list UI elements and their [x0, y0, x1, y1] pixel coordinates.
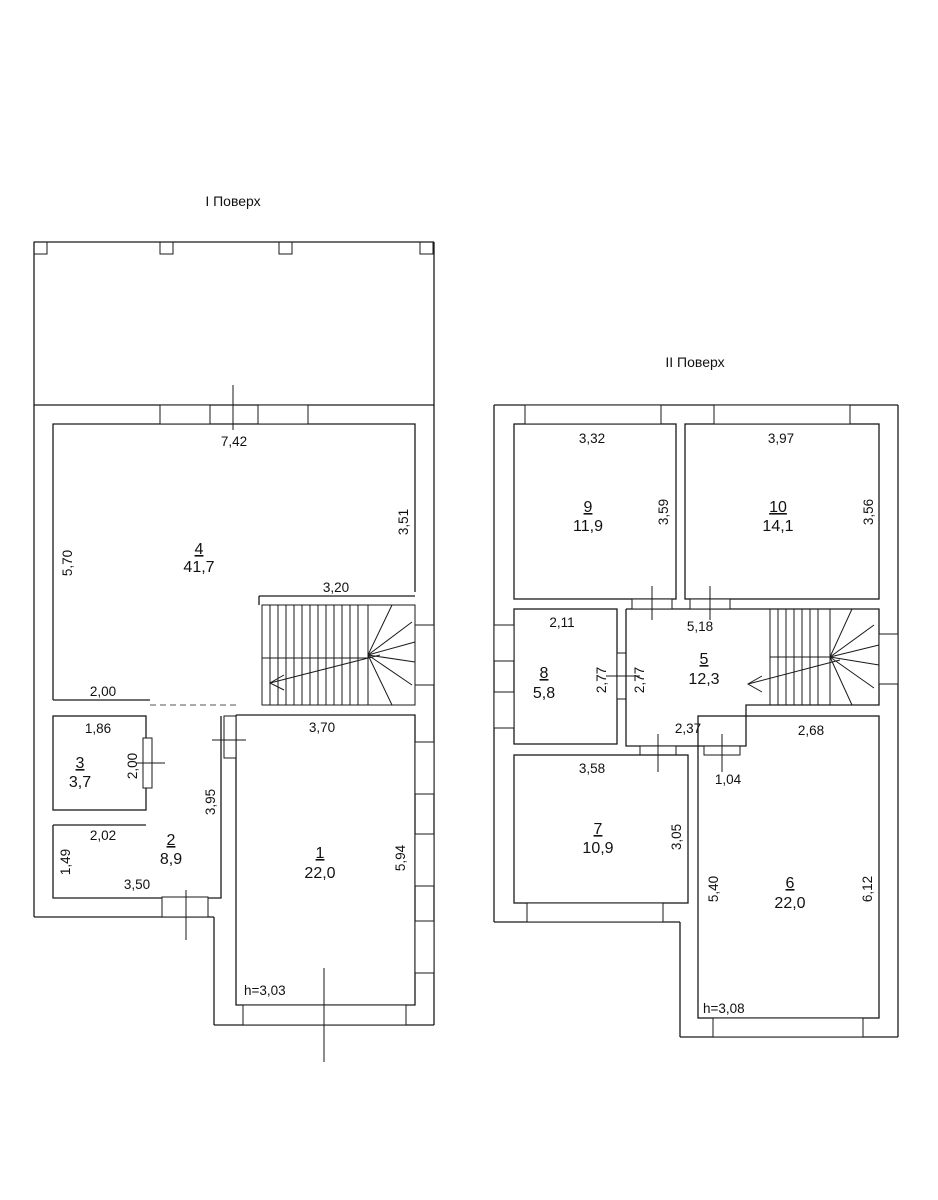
dimension-label: 3,58	[579, 761, 605, 776]
floor-2-windows	[493, 404, 899, 1038]
dimension-label: 3,32	[579, 431, 605, 446]
room-number: 6	[786, 875, 795, 892]
dimension-label: 2,11	[549, 615, 574, 630]
window	[414, 624, 435, 686]
room-area: 8,9	[160, 851, 182, 868]
dimension-label: 2,77	[632, 667, 647, 693]
room-number: 5	[700, 651, 709, 668]
floor-2-labels: 9 11,9 10 14,1 8 5,8 5 12,3 7 10,9 6 22,…	[533, 431, 876, 1016]
ceiling-height: h=3,03	[244, 983, 286, 998]
floor-1-title: I Поверх	[205, 193, 260, 209]
dimension-label: 1,04	[715, 772, 742, 787]
door-room-1	[223, 715, 237, 759]
window	[159, 404, 211, 425]
window	[414, 833, 435, 887]
room-4	[52, 423, 416, 706]
room-area: 41,7	[183, 559, 214, 576]
room-6	[697, 715, 880, 1019]
dimension-label: 3,95	[203, 789, 218, 815]
dimension-label: 7,42	[221, 434, 247, 449]
floor-2-title: II Поверх	[665, 354, 724, 370]
room-number: 7	[594, 821, 603, 838]
dimension-label: 3,05	[669, 824, 684, 850]
dimension-label: 3,97	[768, 431, 794, 446]
dimension-label: 3,59	[656, 499, 671, 525]
window	[524, 404, 662, 425]
terrace	[33, 241, 435, 405]
room-8	[513, 608, 640, 745]
dimension-label: 2,68	[798, 723, 824, 738]
dimension-label: 1,49	[58, 849, 73, 875]
room-area: 10,9	[582, 840, 613, 857]
room-number: 8	[540, 665, 549, 682]
room-5	[625, 586, 880, 772]
dimension-label: 2,77	[594, 667, 609, 693]
dimension-label: 5,70	[60, 550, 75, 576]
window	[712, 1017, 864, 1038]
window	[878, 633, 899, 685]
dimension-label: 6,12	[860, 876, 875, 902]
window	[493, 691, 515, 729]
window	[526, 902, 664, 923]
dimension-label: 3,20	[323, 580, 349, 595]
door-room-2	[161, 896, 209, 918]
room-area: 22,0	[304, 865, 335, 882]
window	[414, 741, 435, 795]
floor-1-windows	[159, 385, 435, 1062]
floor-2: II Поверх	[493, 354, 899, 1038]
room-9	[513, 423, 677, 600]
window	[257, 404, 309, 425]
dimension-label: 3,56	[861, 499, 876, 525]
room-area: 22,0	[774, 895, 805, 912]
dimension-label: 3,51	[396, 509, 411, 535]
dimension-label: 3,70	[309, 720, 335, 735]
dimension-label: 5,94	[393, 844, 408, 871]
floor-1: I Поверх	[33, 193, 435, 1062]
dimension-label: 2,00	[90, 684, 116, 699]
window	[414, 920, 435, 974]
window	[493, 624, 515, 662]
room-1	[212, 714, 416, 1006]
dimension-label: 2,02	[90, 828, 116, 843]
floor-1-labels: 4 41,7 1 22,0 3 3,7 2 8,9 7,42 3,51 5,70…	[58, 434, 411, 998]
dimension-label: 2,00	[125, 753, 140, 779]
room-area: 3,7	[69, 774, 91, 791]
ceiling-height: h=3,08	[703, 1001, 745, 1016]
room-3	[52, 715, 165, 811]
room-number: 2	[167, 832, 176, 849]
room-number: 3	[76, 755, 85, 772]
dimension-label: 3,50	[124, 877, 150, 892]
room-2	[52, 716, 222, 940]
window	[713, 404, 851, 425]
dimension-label: 2,37	[675, 721, 701, 736]
stair-floor-1	[261, 604, 416, 706]
room-area: 14,1	[762, 518, 793, 535]
dimension-label: 5,18	[687, 619, 713, 634]
room-number: 9	[584, 499, 593, 516]
dimension-label: 5,40	[706, 876, 721, 902]
stair-floor-2	[746, 608, 880, 706]
room-number: 4	[195, 541, 204, 558]
dimension-label: 1,86	[85, 721, 111, 736]
room-area: 11,9	[573, 518, 603, 535]
room-area: 12,3	[688, 671, 719, 688]
room-number: 10	[769, 499, 787, 516]
room-number: 1	[316, 845, 325, 862]
room-area: 5,8	[533, 685, 555, 702]
